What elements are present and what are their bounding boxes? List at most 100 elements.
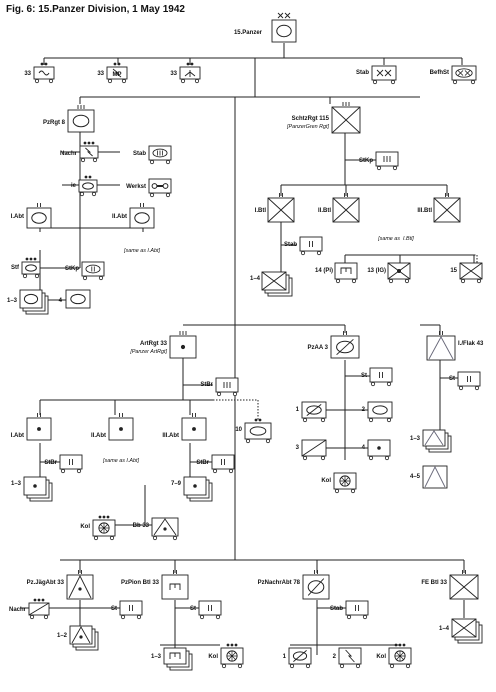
unit-label-st2: St	[449, 376, 455, 382]
unit-label-c15: 15	[450, 268, 457, 274]
supply-wheel-icon	[98, 522, 110, 534]
pz-coy-4	[65, 289, 91, 309]
unit-label-kol3: Kol	[208, 654, 218, 660]
befhst-command	[451, 65, 477, 85]
btty-1-3	[23, 476, 53, 502]
company-33-medical	[33, 62, 55, 84]
recon-armored-icon	[293, 650, 307, 662]
unit-label-bb: Bb 33	[133, 523, 150, 529]
unit-label-f13: 1–3	[410, 436, 421, 442]
unit-label-aIII: III.Abt	[162, 433, 179, 439]
pioneer-icon	[169, 583, 181, 590]
schtz-btl-2	[332, 193, 360, 223]
jag-st	[119, 600, 143, 620]
artillery-dot-icon	[119, 427, 123, 431]
unit-label-st4: St	[190, 606, 196, 612]
artrgt-stbr	[215, 377, 239, 397]
supply-wheel-icon	[394, 650, 406, 662]
unit-label-r13: 1–3	[7, 298, 18, 304]
unit-label-f45: 4–5	[410, 474, 421, 480]
pioneer-icon	[169, 652, 181, 659]
infantry-x-icon	[433, 197, 461, 223]
fe-btl-33	[449, 570, 479, 600]
pion-kol	[220, 643, 244, 669]
unit-label-werkst: Werkst	[126, 184, 146, 190]
unit-label-mp: MP	[113, 72, 122, 78]
unit-label-stf: Stf	[11, 265, 20, 271]
artrgt-33	[169, 331, 197, 359]
unit-label-nachr2: Nachr	[9, 607, 27, 613]
unit-label-abt2: II.Abt	[112, 214, 127, 220]
unit-label-stkp: StKp	[65, 266, 79, 272]
flak-43	[426, 331, 456, 361]
unit-label-aII: II.Abt	[91, 433, 106, 439]
unit-label-pzrgt: PzRgt 8	[43, 120, 66, 126]
unit-label-st3: St	[111, 606, 117, 612]
unit-label-kol2: Kol	[321, 478, 331, 484]
nachr-kol	[388, 643, 412, 669]
abt-stbr	[59, 454, 83, 474]
unit-label-jag: Pz.JägAbt 33	[27, 580, 65, 586]
unit-label-schtz: SchtzRgt 115	[292, 116, 330, 122]
unit-label-co33c: 33	[170, 71, 177, 77]
unit-label-s2: 2	[362, 407, 366, 413]
artillery-dot-icon	[33, 484, 37, 488]
infantry-x-icon	[459, 262, 483, 280]
signals-lightning-icon	[112, 68, 122, 78]
armor-oval-icon	[82, 182, 94, 190]
figure-title: Fig. 6: 15.Panzer Division, 1 May 1942	[6, 4, 185, 15]
unit-label-iibtl: II.Btl	[318, 208, 331, 214]
company-33-mp	[106, 62, 128, 84]
unit-label-nachra: PzNachrAbt 78	[258, 580, 301, 586]
pzaa-coy-3	[301, 439, 327, 461]
recon-slash-icon	[28, 602, 50, 616]
armor-oval-icon	[276, 24, 292, 38]
unit-label-co33a: 33	[24, 71, 31, 77]
signals-lightning-icon	[345, 649, 355, 663]
unit-label-n2: 2	[333, 654, 337, 660]
schtz-btl-3	[433, 193, 461, 223]
jag-nachr	[28, 598, 50, 620]
unit-label-ie: ie	[71, 183, 77, 189]
pzrgt-8	[67, 105, 95, 133]
pion-st	[198, 600, 222, 620]
command-post-icon	[457, 70, 471, 76]
unit-label-c13: 13 (IG)	[367, 268, 386, 274]
unit-label-r13c: 1–3	[151, 654, 162, 660]
unit-label-stab3: Stab	[284, 242, 297, 248]
unit-label-a10: 10	[235, 427, 242, 433]
pzjagabt-33	[66, 570, 94, 600]
pzrgt-ie	[78, 175, 98, 197]
division-stab	[371, 65, 397, 85]
unit-label-nachr: Nachr	[60, 151, 78, 157]
pzrgt-stab	[148, 145, 172, 165]
art-bb33	[151, 517, 179, 541]
recon-armored-icon	[307, 578, 325, 596]
unit-label-c14: 14 (Pi)	[315, 268, 333, 274]
art-abt-3	[181, 413, 207, 441]
unit-label-stab2: Stab	[133, 151, 146, 157]
unit-label-befhst: BefhSt	[430, 70, 449, 76]
unit-label-r12: 1–2	[57, 633, 68, 639]
infantry-x-icon	[267, 197, 295, 223]
pioneer-icon	[340, 267, 352, 274]
unit-label-flak: I./Flak 43	[458, 341, 484, 347]
unit-label-same2b: I.Btl]	[403, 236, 414, 242]
unit-label-aI: I.Abt	[11, 433, 24, 439]
unit-label-stbr2: StBr	[44, 460, 57, 466]
pzaa-coy-2	[367, 401, 393, 423]
antitank-icon	[163, 527, 167, 531]
infantry-gun-icon	[397, 269, 401, 273]
unit-label-fe: FE Btl 33	[421, 580, 447, 586]
pz-coys-1-3	[19, 289, 49, 315]
unit-label-schtz_sub: [PanzerGren Rgt]	[286, 124, 329, 130]
pzaa-kol	[333, 472, 357, 494]
workshop-wrench-icon	[162, 183, 169, 189]
art-btty-10	[244, 418, 272, 444]
infantry-x-icon	[331, 106, 361, 134]
artillery-dot-icon	[180, 344, 186, 350]
abt-stf	[21, 257, 41, 279]
nachr-coy-1	[288, 647, 312, 669]
art-kol	[92, 515, 116, 541]
